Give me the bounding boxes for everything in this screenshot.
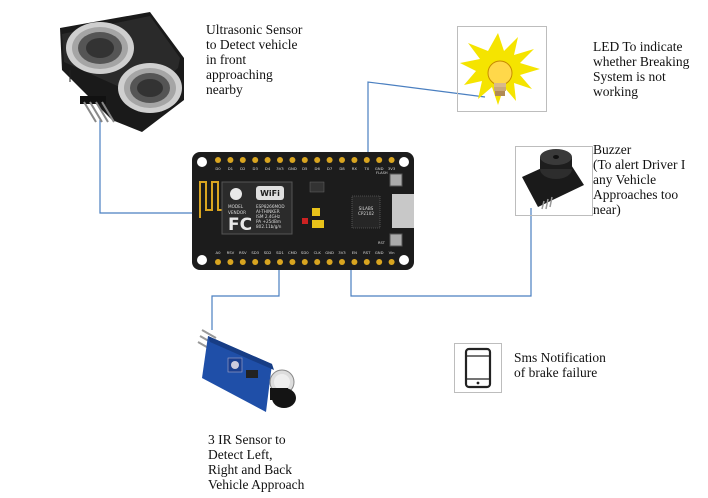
header-pin xyxy=(339,157,345,163)
lightbulb-icon xyxy=(458,27,546,111)
header-pin xyxy=(364,259,370,265)
svg-text:802.11b/g/n: 802.11b/g/n xyxy=(256,224,282,229)
pin-label: D2 xyxy=(240,166,246,171)
buzzer-box xyxy=(515,146,593,216)
header-pin xyxy=(314,259,320,265)
pin-label: D7 xyxy=(327,166,333,171)
pin-label: D3 xyxy=(253,166,259,171)
header-pin xyxy=(265,259,271,265)
header-pin xyxy=(240,157,246,163)
smartphone-icon xyxy=(455,344,501,392)
header-pin xyxy=(389,157,395,163)
pin-label: D5 xyxy=(302,166,308,171)
pin-label: RSV xyxy=(239,250,247,255)
header-pin xyxy=(277,259,283,265)
header-pin xyxy=(327,259,333,265)
pin-label: SD1 xyxy=(276,250,284,255)
header-pin xyxy=(339,259,345,265)
header-pin xyxy=(215,259,221,265)
header-pin xyxy=(240,259,246,265)
flash-label: FLASH xyxy=(376,171,388,175)
svg-text:MODEL: MODEL xyxy=(228,204,244,209)
ultrasonic-label: Ultrasonic Sensor to Detect vehicle in f… xyxy=(206,22,302,97)
ir-sensor xyxy=(194,322,318,416)
pin-label: SD0 xyxy=(301,250,309,255)
pin-label: GND xyxy=(325,250,334,255)
pin-label: 3V3 xyxy=(276,166,284,171)
header-pin xyxy=(376,259,382,265)
header-pin xyxy=(227,259,233,265)
header-pin xyxy=(376,157,382,163)
header-pin xyxy=(327,157,333,163)
rst-label: RST xyxy=(378,241,386,245)
header-pin xyxy=(351,259,357,265)
fc-logo: FC xyxy=(228,215,252,235)
pin-label: GND xyxy=(288,166,297,171)
header-pin xyxy=(265,157,271,163)
pin-label: GND xyxy=(375,250,384,255)
led-box xyxy=(457,26,547,112)
pin-label: CMD xyxy=(288,250,297,255)
header-pin xyxy=(389,259,395,265)
svg-text:VENDOR: VENDOR xyxy=(228,210,246,215)
header-pin xyxy=(252,259,258,265)
pin-label: Vin xyxy=(389,250,396,255)
pin-label: CLK xyxy=(314,250,322,255)
pin-label: 3V3 xyxy=(338,250,346,255)
ir-label: 3 IR Sensor to Detect Left, Right and Ba… xyxy=(208,432,304,492)
usb-chip-label: SILABSCP2102 xyxy=(358,206,374,216)
buzzer-icon xyxy=(516,147,592,215)
header-pin xyxy=(302,157,308,163)
sms-box xyxy=(454,343,502,393)
pin-label: 3V3 xyxy=(388,166,396,171)
pin-label: D8 xyxy=(339,166,345,171)
header-pin xyxy=(351,157,357,163)
pin-label: RST xyxy=(363,250,371,255)
bottom-header-pins xyxy=(215,259,395,265)
pin-label: D0 xyxy=(215,166,221,171)
header-pin xyxy=(289,259,295,265)
wifi-logo: WiFi xyxy=(260,189,280,198)
pin-label: RX xyxy=(352,166,358,171)
sms-label: Sms Notification of brake failure xyxy=(514,350,606,380)
transducer-right xyxy=(118,63,182,113)
ultrasonic-sensor xyxy=(52,10,192,135)
pin-label: A0 xyxy=(215,250,221,255)
top-header-pins xyxy=(215,157,395,163)
pin-label: RSV xyxy=(227,250,235,255)
header-pin xyxy=(215,157,221,163)
pin-label: EN xyxy=(352,250,357,255)
wire-ir xyxy=(212,263,279,330)
nodemcu-board: D0D1D2D3D43V3GNDD5D6D7D8RXTXGND3V3A0RSVR… xyxy=(192,152,414,270)
header-pin xyxy=(364,157,370,163)
pin-label: D6 xyxy=(315,166,321,171)
header-pin xyxy=(302,259,308,265)
header-pin xyxy=(314,157,320,163)
header-pin xyxy=(252,157,258,163)
pin-label: SD2 xyxy=(264,250,272,255)
pin-label: D1 xyxy=(228,166,234,171)
buzzer-label: Buzzer (To alert Driver I any Vehicle Ap… xyxy=(593,142,685,217)
pin-label: SD3 xyxy=(251,250,259,255)
header-pin xyxy=(227,157,233,163)
header-pin xyxy=(289,157,295,163)
pin-label: TX xyxy=(363,166,369,171)
led-label: LED To indicate whether Breaking System … xyxy=(593,39,689,99)
header-pin xyxy=(277,157,283,163)
pin-label: D4 xyxy=(265,166,271,171)
transducer-left xyxy=(66,22,134,74)
